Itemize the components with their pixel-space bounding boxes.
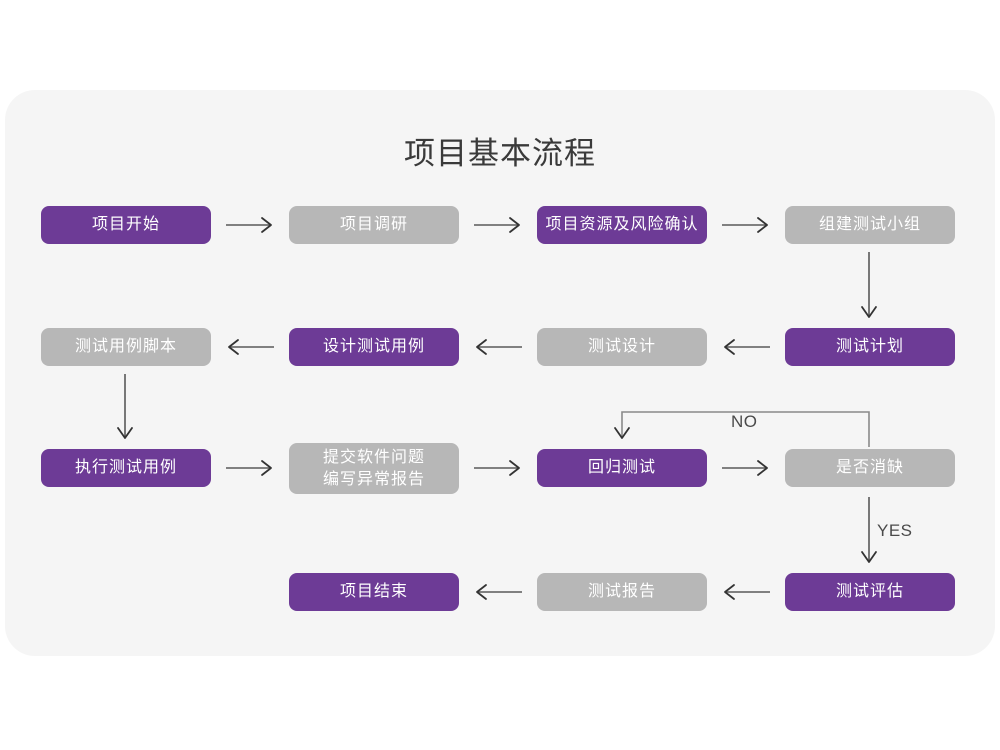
node-resource-risk-confirm[interactable]: 项目资源及风险确认	[537, 206, 707, 244]
node-design-test-cases[interactable]: 设计测试用例	[289, 328, 459, 366]
node-test-evaluation[interactable]: 测试评估	[785, 573, 955, 611]
node-project-start[interactable]: 项目开始	[41, 206, 211, 244]
node-regression-test[interactable]: 回归测试	[537, 449, 707, 487]
node-test-report[interactable]: 测试报告	[537, 573, 707, 611]
node-test-design[interactable]: 测试设计	[537, 328, 707, 366]
page-title: 项目基本流程	[404, 136, 596, 171]
diagram-panel	[5, 90, 995, 656]
node-project-end[interactable]: 项目结束	[289, 573, 459, 611]
node-build-test-team[interactable]: 组建测试小组	[785, 206, 955, 244]
edge-label-yes: YES	[877, 521, 913, 540]
node-test-case-script[interactable]: 测试用例脚本	[41, 328, 211, 366]
node-test-plan[interactable]: 测试计划	[785, 328, 955, 366]
node-defect-resolved-decision[interactable]: 是否消缺	[785, 449, 955, 487]
node-submit-defect-report[interactable]: 提交软件问题 编写异常报告	[289, 443, 459, 494]
edge-label-no: NO	[731, 412, 758, 431]
node-execute-test-cases[interactable]: 执行测试用例	[41, 449, 211, 487]
node-project-research[interactable]: 项目调研	[289, 206, 459, 244]
